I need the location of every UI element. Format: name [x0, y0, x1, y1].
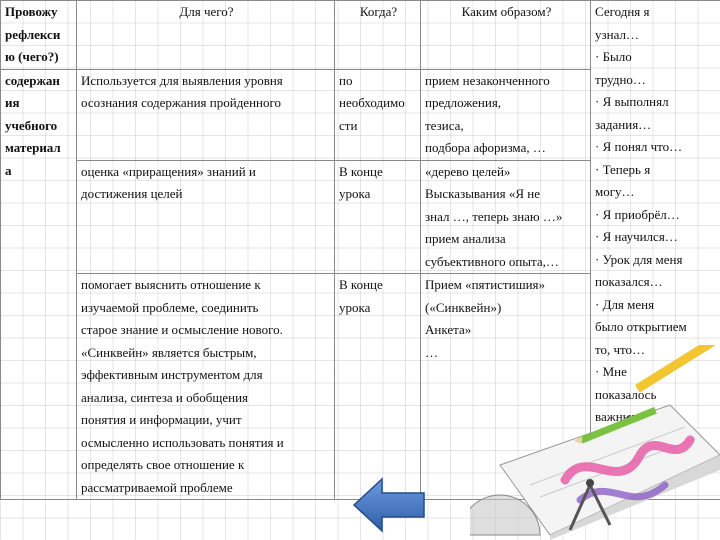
when-cell: по необходимо сти — [334, 68, 421, 161]
table-row: оценка «приращения» знаний и достижения … — [1, 159, 720, 274]
reflection-table: Провожу рефлекси ю (чего?) Для чего? Ког… — [0, 0, 720, 500]
table-row: Провожу рефлекси ю (чего?) Для чего? Ког… — [0, 0, 720, 500]
header-how: Каким образом? — [420, 0, 591, 70]
when-cell: В конце урока — [334, 159, 421, 274]
book-stationery-icon — [470, 345, 720, 540]
topic-content-cell: содержан ия учебного материал а — [0, 68, 77, 500]
purpose-cell: Используется для выявления уровня осозна… — [76, 68, 335, 161]
purpose-cell: оценка «приращения» знаний и достижения … — [76, 159, 335, 274]
back-arrow-icon[interactable] — [352, 476, 426, 534]
when-cell: В конце урока — [334, 273, 421, 500]
header-reflection-what: Провожу рефлекси ю (чего?) — [0, 0, 77, 70]
how-cell: прием незаконченного предложения, тезиса… — [420, 68, 591, 161]
how-cell: «дерево целей» Высказывания «Я не знал …… — [420, 159, 591, 274]
table-row: содержан ия учебного материал а Использу… — [0, 68, 720, 500]
purpose-cell: помогает выяснить отношение к изучаемой … — [76, 273, 335, 500]
table-row: помогает выяснить отношение к изучаемой … — [1, 273, 720, 500]
header-purpose: Для чего? — [76, 0, 335, 70]
header-when: Когда? — [334, 0, 421, 70]
